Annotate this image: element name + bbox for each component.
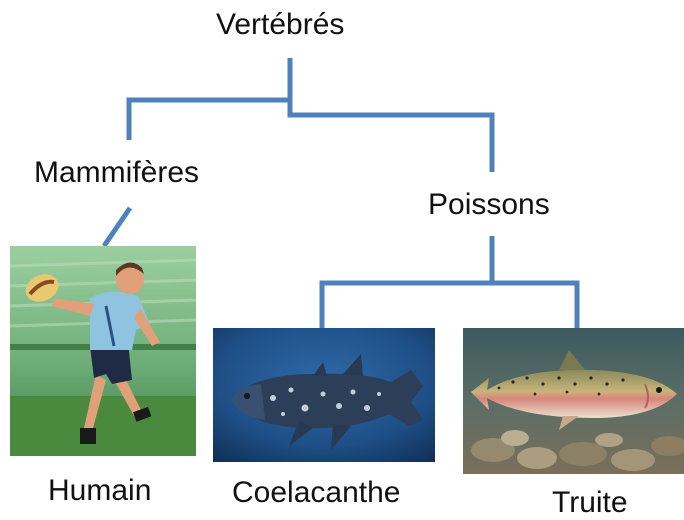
group-label-mammiferes: Mammifères	[34, 158, 199, 188]
trout-photo	[463, 328, 684, 474]
group-label-poissons: Poissons	[428, 190, 550, 220]
root-label-vertebres: Vertébrés	[216, 10, 344, 40]
coelacanth-photo	[213, 328, 435, 462]
mammals-to-human-line	[104, 208, 130, 246]
leaf-label-coelacanthe: Coelacanthe	[232, 478, 400, 508]
leaf-label-truite: Truite	[552, 488, 628, 518]
fish-split-line	[322, 283, 577, 328]
leaf-label-humain: Humain	[48, 476, 151, 506]
human-rugby-player-photo	[10, 246, 196, 456]
